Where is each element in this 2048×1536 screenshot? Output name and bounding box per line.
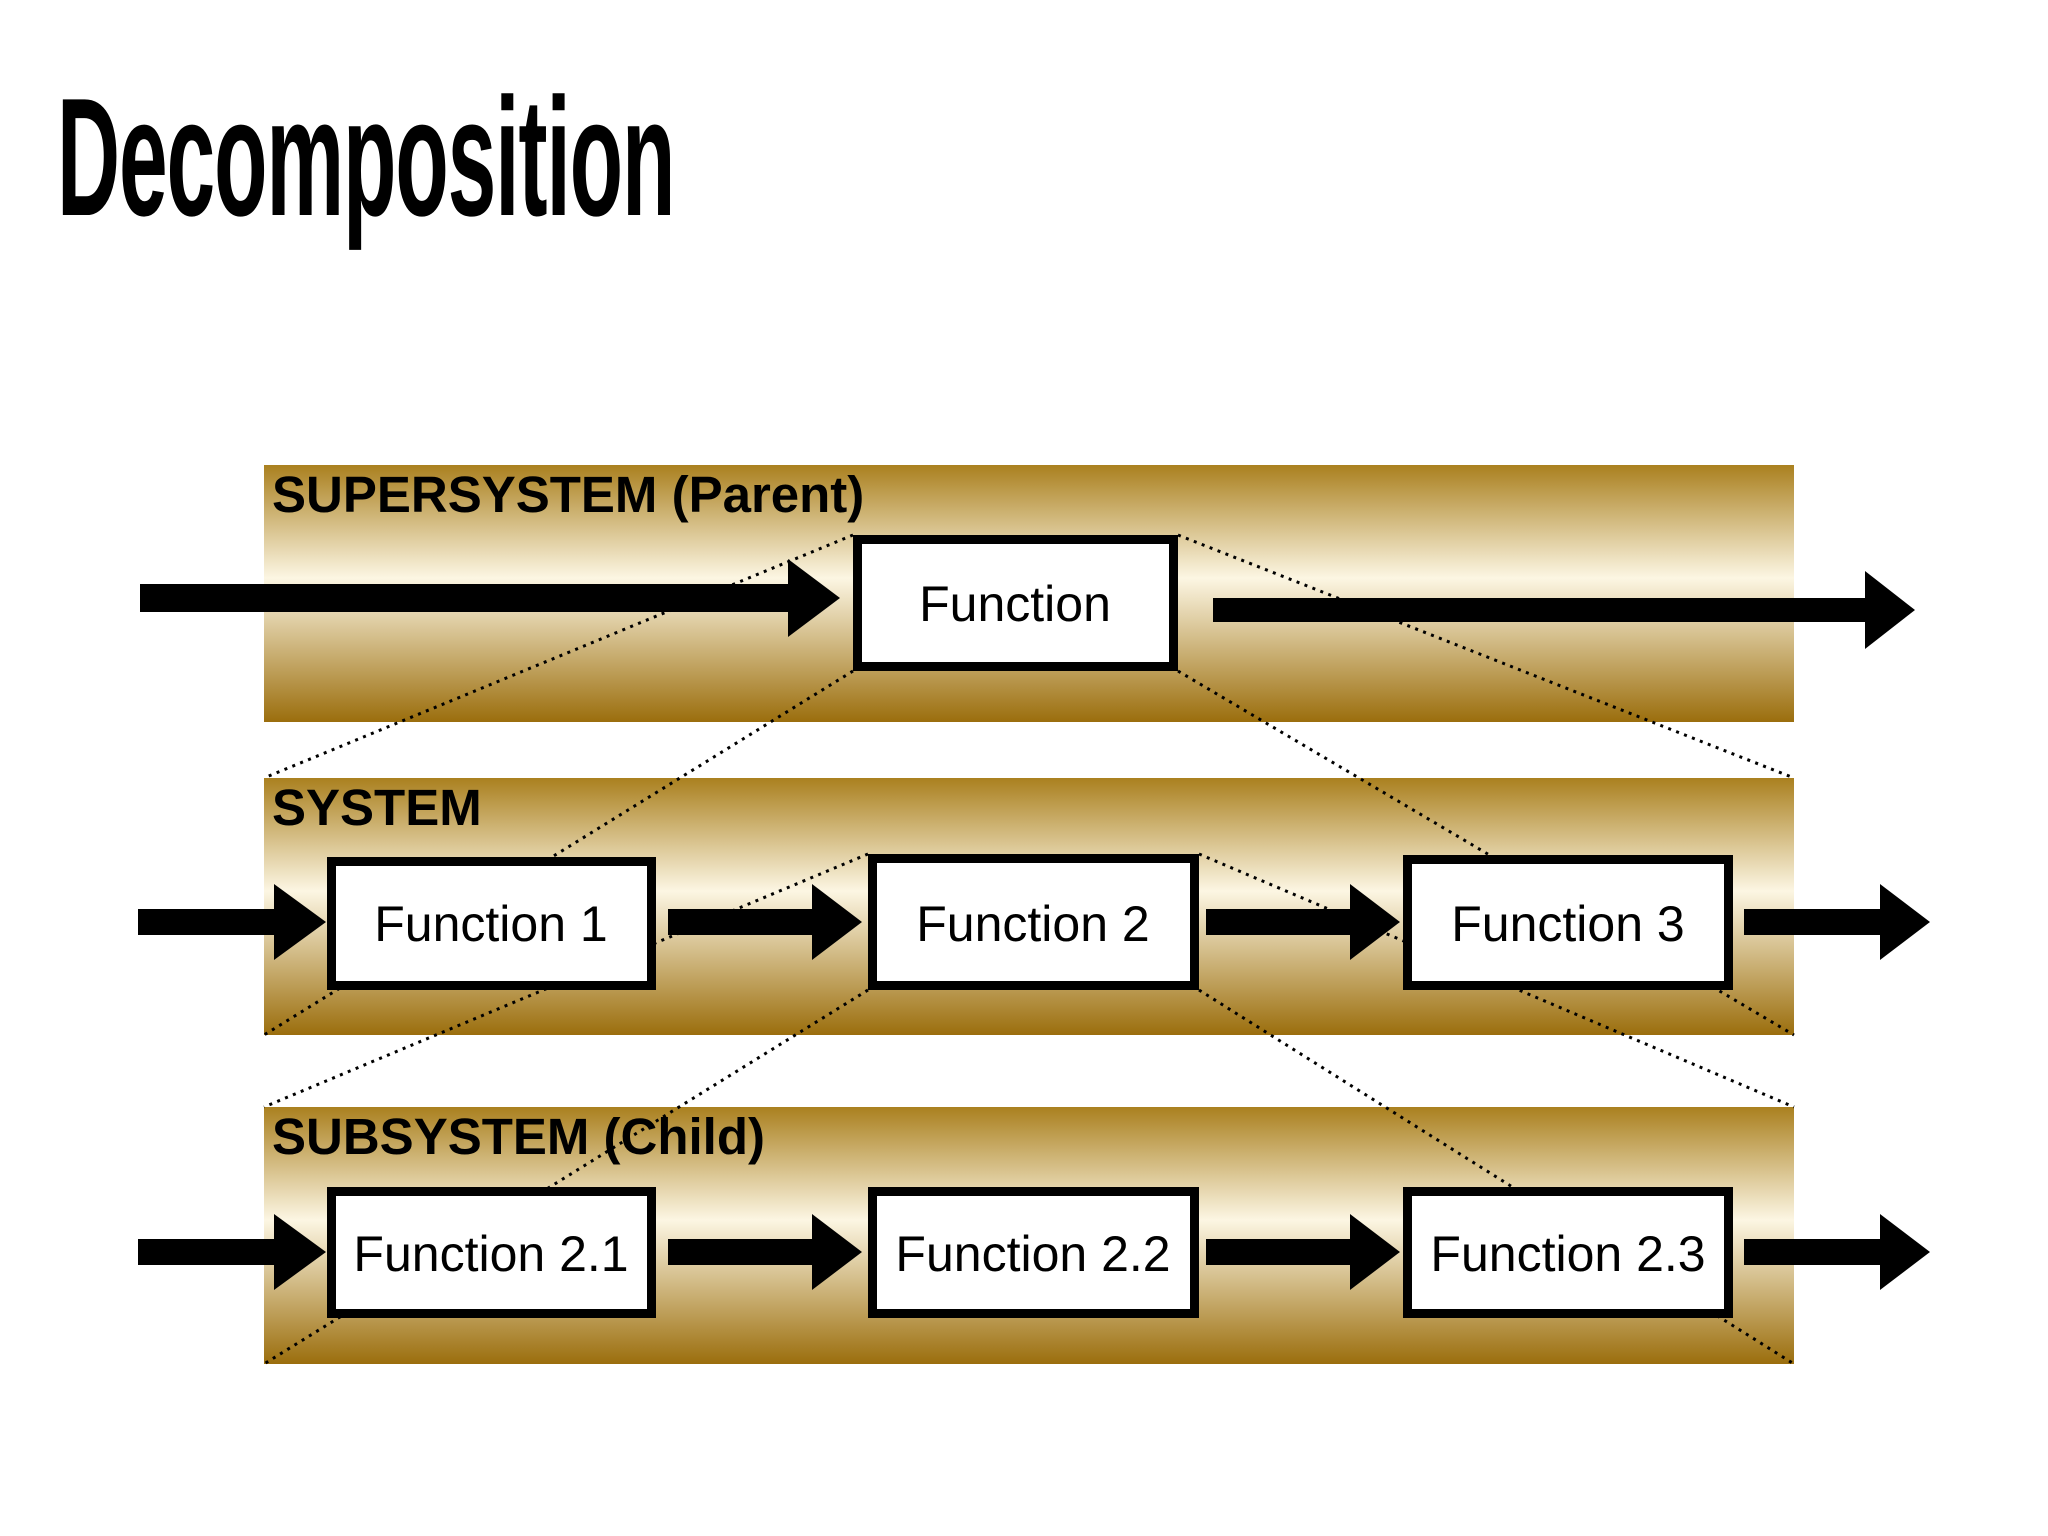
function-box-2-1-label: Function 2.1 — [353, 1226, 628, 1282]
function-box-2-2 — [868, 1187, 1199, 1318]
arrow-function1-to-function2 — [668, 884, 862, 960]
arrow-system-input — [138, 884, 326, 960]
band-label-supersystem: SUPERSYSTEM (Parent) — [272, 466, 864, 523]
function-box-2-label: Function 2 — [916, 896, 1149, 952]
function-box-parent — [853, 535, 1178, 671]
arrow-function22-to-function23 — [1206, 1214, 1400, 1290]
function-box-3-label: Function 3 — [1451, 896, 1684, 952]
decomposition-line-child-bottomright — [1198, 988, 1795, 1366]
arrow-function2-to-function3 — [1206, 884, 1400, 960]
function-box-3 — [1403, 855, 1733, 990]
function-box-2-3-label: Function 2.3 — [1430, 1226, 1705, 1282]
arrow-system-output — [1744, 884, 1930, 960]
band-label-system: SYSTEM — [272, 779, 482, 836]
page-title-text: Decomposition — [57, 64, 674, 251]
arrow-function21-to-function22 — [668, 1214, 862, 1290]
function-box-2-1 — [327, 1187, 656, 1318]
page-title: Decomposition — [57, 64, 675, 251]
band-label-subsystem: SUBSYSTEM (Child) — [272, 1108, 765, 1165]
arrow-supersystem-input — [140, 559, 840, 637]
function-box-2-3 — [1403, 1187, 1733, 1318]
function-box-2 — [868, 854, 1199, 990]
arrow-subsystem-output — [1744, 1214, 1930, 1290]
arrow-subsystem-input — [138, 1214, 326, 1290]
function-box-parent-label: Function — [919, 576, 1111, 632]
function-box-2-2-label: Function 2.2 — [895, 1226, 1170, 1282]
function-box-1-label: Function 1 — [374, 896, 607, 952]
arrow-supersystem-output — [1213, 571, 1915, 649]
decomposition-line-child-topleft — [263, 852, 869, 1109]
function-box-1 — [327, 857, 656, 990]
